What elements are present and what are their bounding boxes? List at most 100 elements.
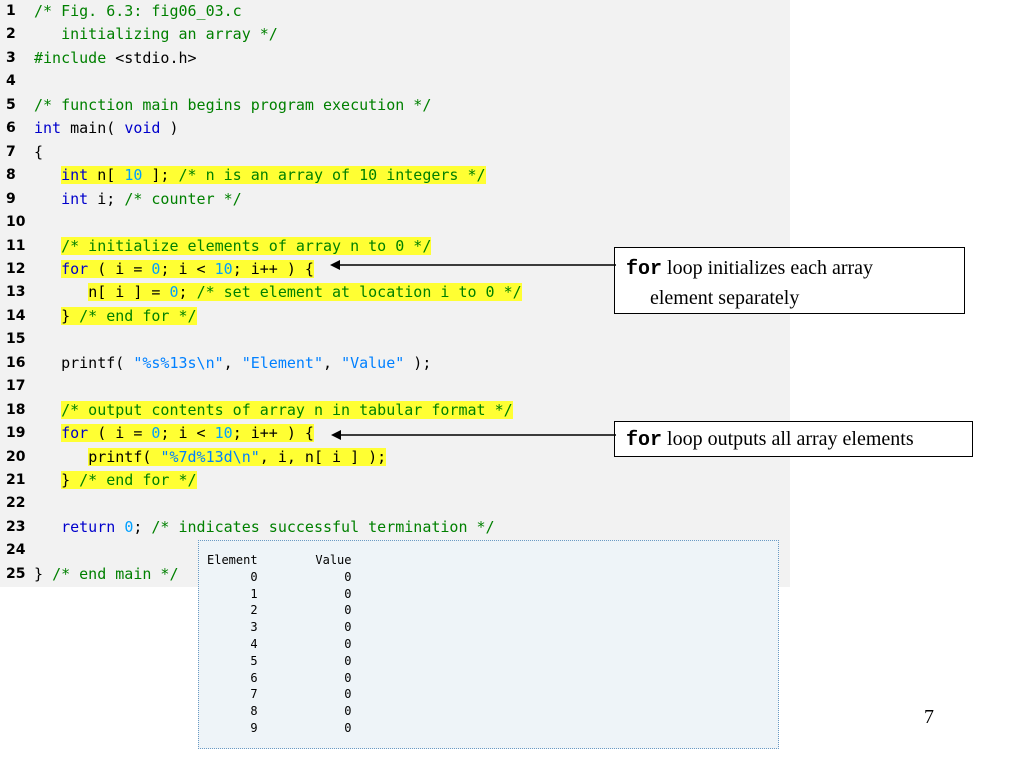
- code-text: printf( "%7d%13d\n", i, n[ i ] );: [34, 446, 387, 469]
- code-token: /* end for */: [79, 471, 197, 489]
- code-token: }: [34, 564, 53, 583]
- line-number: 24: [6, 542, 26, 559]
- code-token: void: [124, 119, 161, 138]
- code-text: /* Fig. 6.3: fig06_03.c: [34, 0, 242, 23]
- code-text: /* initialize elements of array n to 0 *…: [34, 235, 432, 258]
- line-number: 8: [6, 167, 16, 184]
- page-number: 7: [924, 706, 934, 728]
- code-token: 0: [169, 283, 179, 302]
- line-number: 18: [6, 401, 26, 418]
- code-token: ; i++ ) {: [232, 424, 314, 443]
- code-token: );: [404, 353, 432, 372]
- code-token: /* output contents of array n in tabular…: [61, 400, 513, 419]
- code-token: [34, 307, 61, 325]
- output-line: 0 0: [207, 569, 352, 584]
- output-line: Element Value: [207, 553, 352, 567]
- code-token: [34, 471, 61, 489]
- code-text: #include <stdio.h>: [34, 47, 197, 70]
- arrow-head: [331, 430, 341, 440]
- code-text: /* output contents of array n in tabular…: [34, 399, 513, 422]
- callout-text: loop outputs all array elements: [662, 428, 914, 450]
- code-text: initializing an array */: [34, 23, 278, 46]
- code-token: ,: [323, 353, 342, 372]
- output-line: 2 0: [207, 603, 352, 618]
- callout-output-loop: for loop outputs all array elements: [614, 421, 973, 457]
- code-token: main(: [61, 119, 125, 138]
- code-token: /* Fig. 6.3: fig06_03.c: [34, 2, 242, 20]
- output-line: 3 0: [207, 620, 352, 635]
- output-line: 4 0: [207, 637, 352, 651]
- code-token: ( i =: [88, 424, 152, 443]
- code-token: for: [61, 259, 89, 278]
- code-text: /* function main begins program executio…: [34, 94, 431, 117]
- code-token: 10: [124, 166, 143, 185]
- code-text: printf( "%s%13s\n", "Element", "Value" )…: [34, 352, 431, 375]
- line-number: 12: [6, 260, 26, 277]
- code-token: ;: [178, 283, 197, 302]
- output-line: 5 0: [207, 653, 352, 668]
- line-number: 1: [6, 3, 16, 19]
- code-token: 10: [214, 259, 233, 278]
- code-token: printf(: [34, 353, 134, 372]
- code-token: "%s%13s\n": [133, 353, 224, 372]
- line-number: 5: [6, 96, 16, 113]
- output-line: 9 0: [207, 721, 352, 735]
- code-token: <stdio.h>: [106, 48, 197, 67]
- line-number: 4: [6, 73, 16, 90]
- code-token: ,: [223, 353, 242, 372]
- code-token: n[: [88, 166, 125, 185]
- code-token: 0: [151, 259, 161, 278]
- code-token: [34, 401, 61, 419]
- arrow-head: [330, 260, 340, 270]
- code-token: /* n is an array of 10 integers */: [178, 166, 486, 185]
- line-number: 10: [6, 214, 26, 231]
- line-number: 17: [6, 378, 26, 395]
- output-line: 7 0: [207, 687, 352, 702]
- line-number: 7: [6, 143, 16, 160]
- code-token: i;: [88, 189, 125, 208]
- output-line: 1 0: [207, 586, 352, 601]
- arrow-init-loop: [330, 260, 616, 270]
- code-token: for: [61, 424, 89, 443]
- line-number: 14: [6, 307, 26, 324]
- line-number: 11: [6, 237, 26, 254]
- code-token: initializing an array */: [34, 25, 278, 44]
- code-text: for ( i = 0; i < 10; i++ ) {: [34, 422, 314, 445]
- code-text: {: [34, 141, 43, 164]
- code-token: [34, 424, 61, 442]
- code-token: [34, 166, 61, 184]
- line-number: 25: [6, 565, 26, 582]
- code-text: int n[ 10 ]; /* n is an array of 10 inte…: [34, 164, 486, 187]
- code-text: } /* end for */: [34, 469, 197, 492]
- code-token: }: [61, 471, 80, 489]
- line-number: 9: [6, 190, 16, 207]
- code-token: "Element": [241, 353, 323, 372]
- code-token: /* counter */: [124, 189, 242, 208]
- code-text: return 0; /* indicates successful termin…: [34, 516, 495, 539]
- line-number: 15: [6, 331, 26, 348]
- code-token: /* end for */: [79, 306, 197, 325]
- code-token: ; i <: [160, 424, 215, 443]
- callout-text: loop initializes each array: [662, 257, 874, 279]
- line-number: 20: [6, 448, 26, 465]
- code-token: ): [160, 119, 179, 138]
- code-token: #include: [34, 48, 107, 67]
- code-token: printf(: [88, 447, 161, 466]
- code-token: "%7d%13d\n": [160, 447, 260, 466]
- code-token: [34, 448, 88, 466]
- line-number: 22: [6, 495, 26, 512]
- code-token: /* set element at location i to 0 */: [196, 283, 522, 302]
- code-token: [34, 260, 61, 278]
- code-token: /* indicates successful termination */: [151, 517, 495, 536]
- code-token: ; i++ ) {: [232, 259, 314, 278]
- output-line: 6 0: [207, 670, 352, 685]
- code-token: 0: [151, 424, 161, 443]
- code-token: /* initialize elements of array n to 0 *…: [61, 236, 432, 255]
- code-token: [115, 518, 124, 536]
- code-token: }: [61, 306, 80, 325]
- code-token: ;: [133, 517, 152, 536]
- code-token: {: [34, 142, 44, 161]
- line-number: 19: [6, 425, 26, 442]
- code-token: "Value": [341, 353, 405, 372]
- output-line: 8 0: [207, 704, 352, 719]
